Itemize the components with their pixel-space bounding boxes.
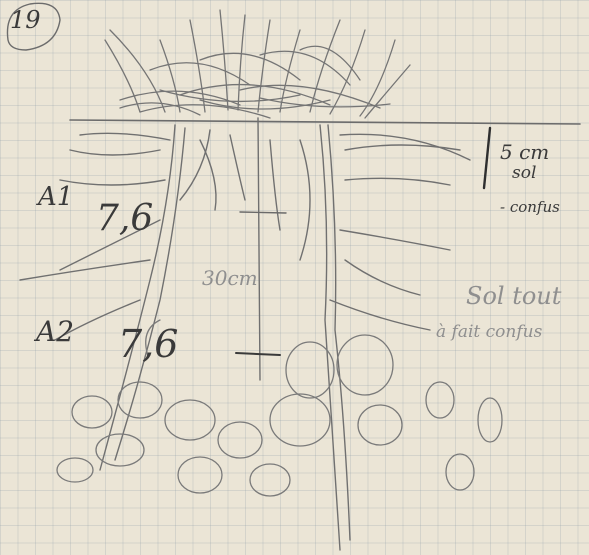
scale-sol-label: sol bbox=[512, 163, 536, 183]
page-number: 19 bbox=[10, 6, 41, 34]
depth-axis-tick bbox=[240, 212, 286, 213]
horizon-a1-ph: 7,6 bbox=[96, 198, 153, 239]
roots bbox=[20, 118, 470, 550]
horizon-a1-label: A1 bbox=[38, 182, 73, 212]
grass-tufts bbox=[105, 10, 410, 118]
scale-bar bbox=[484, 128, 490, 188]
depth-tick bbox=[236, 353, 280, 355]
surface-line bbox=[70, 120, 580, 124]
note-line-1: Sol tout bbox=[466, 282, 561, 310]
depth-label: 30cm bbox=[202, 266, 258, 290]
scale-depth-label: 5 cm bbox=[500, 140, 549, 164]
horizon-a2-label: A2 bbox=[36, 315, 74, 348]
horizon-a2-ph: 7,6 bbox=[118, 322, 178, 366]
scale-confus-label: - confus bbox=[500, 198, 560, 216]
note-line-2: à fait confus bbox=[436, 322, 542, 342]
